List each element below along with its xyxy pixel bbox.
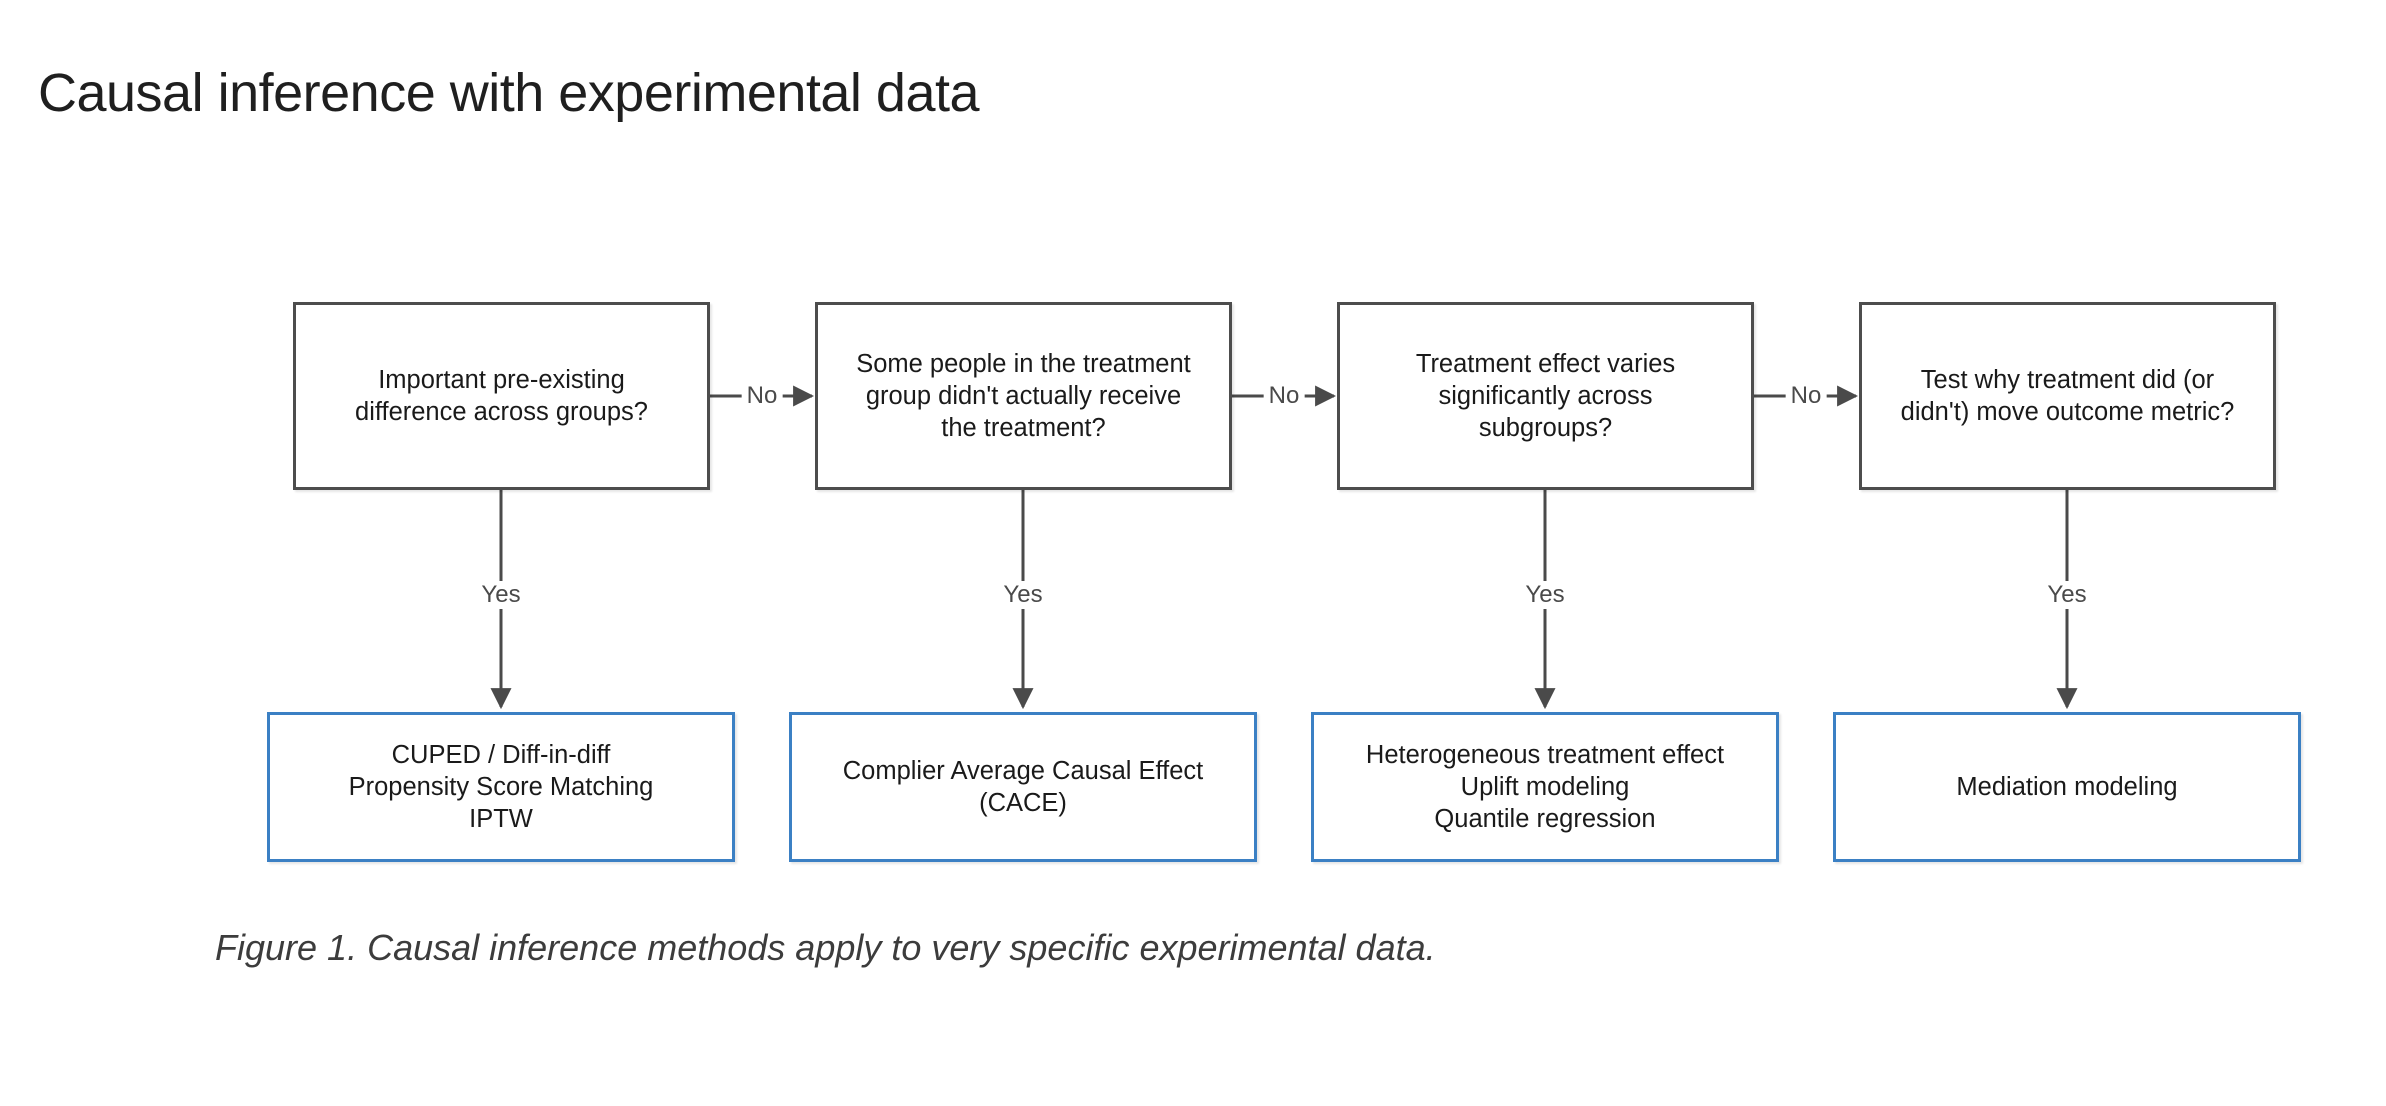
page-title: Causal inference with experimental data — [38, 63, 980, 123]
edge-label-yes: Yes — [1520, 581, 1570, 609]
method-node-hte-uplift-quantile[interactable]: Heterogeneous treatment effect Uplift mo… — [1311, 712, 1779, 862]
decision-node-label: Some people in the treatment group didn'… — [856, 350, 1191, 442]
edge-label-no: No — [741, 382, 783, 410]
method-node-label: CUPED / Diff-in-diff Propensity Score Ma… — [348, 741, 654, 833]
edge-label-no: No — [1785, 382, 1827, 410]
method-node-label: Mediation modeling — [1956, 773, 2178, 801]
decision-node-label: Treatment effect varies significantly ac… — [1415, 350, 1676, 442]
decision-node-mechanism-test[interactable]: Test why treatment did (or didn't) move … — [1859, 302, 2276, 490]
method-node-label: Heterogeneous treatment effect Uplift mo… — [1365, 741, 1725, 833]
decision-node-pre-existing-difference[interactable]: Important pre-existing difference across… — [293, 302, 710, 490]
decision-node-label: Test why treatment did (or didn't) move … — [1900, 366, 2235, 426]
decision-node-label: Important pre-existing difference across… — [355, 366, 648, 426]
decision-node-noncompliance[interactable]: Some people in the treatment group didn'… — [815, 302, 1232, 490]
method-node-cuped-psm-iptw[interactable]: CUPED / Diff-in-diff Propensity Score Ma… — [267, 712, 735, 862]
decision-node-effect-heterogeneity[interactable]: Treatment effect varies significantly ac… — [1337, 302, 1754, 490]
edge-label-yes: Yes — [476, 581, 526, 609]
method-node-mediation-modeling[interactable]: Mediation modeling — [1833, 712, 2301, 862]
method-node-label: Complier Average Causal Effect (CACE) — [842, 757, 1204, 817]
edge-label-yes: Yes — [2042, 581, 2092, 609]
edge-label-yes: Yes — [998, 581, 1048, 609]
edge-label-no: No — [1263, 382, 1305, 410]
method-node-cace[interactable]: Complier Average Causal Effect (CACE) — [789, 712, 1257, 862]
figure-caption: Figure 1. Causal inference methods apply… — [215, 927, 1436, 968]
